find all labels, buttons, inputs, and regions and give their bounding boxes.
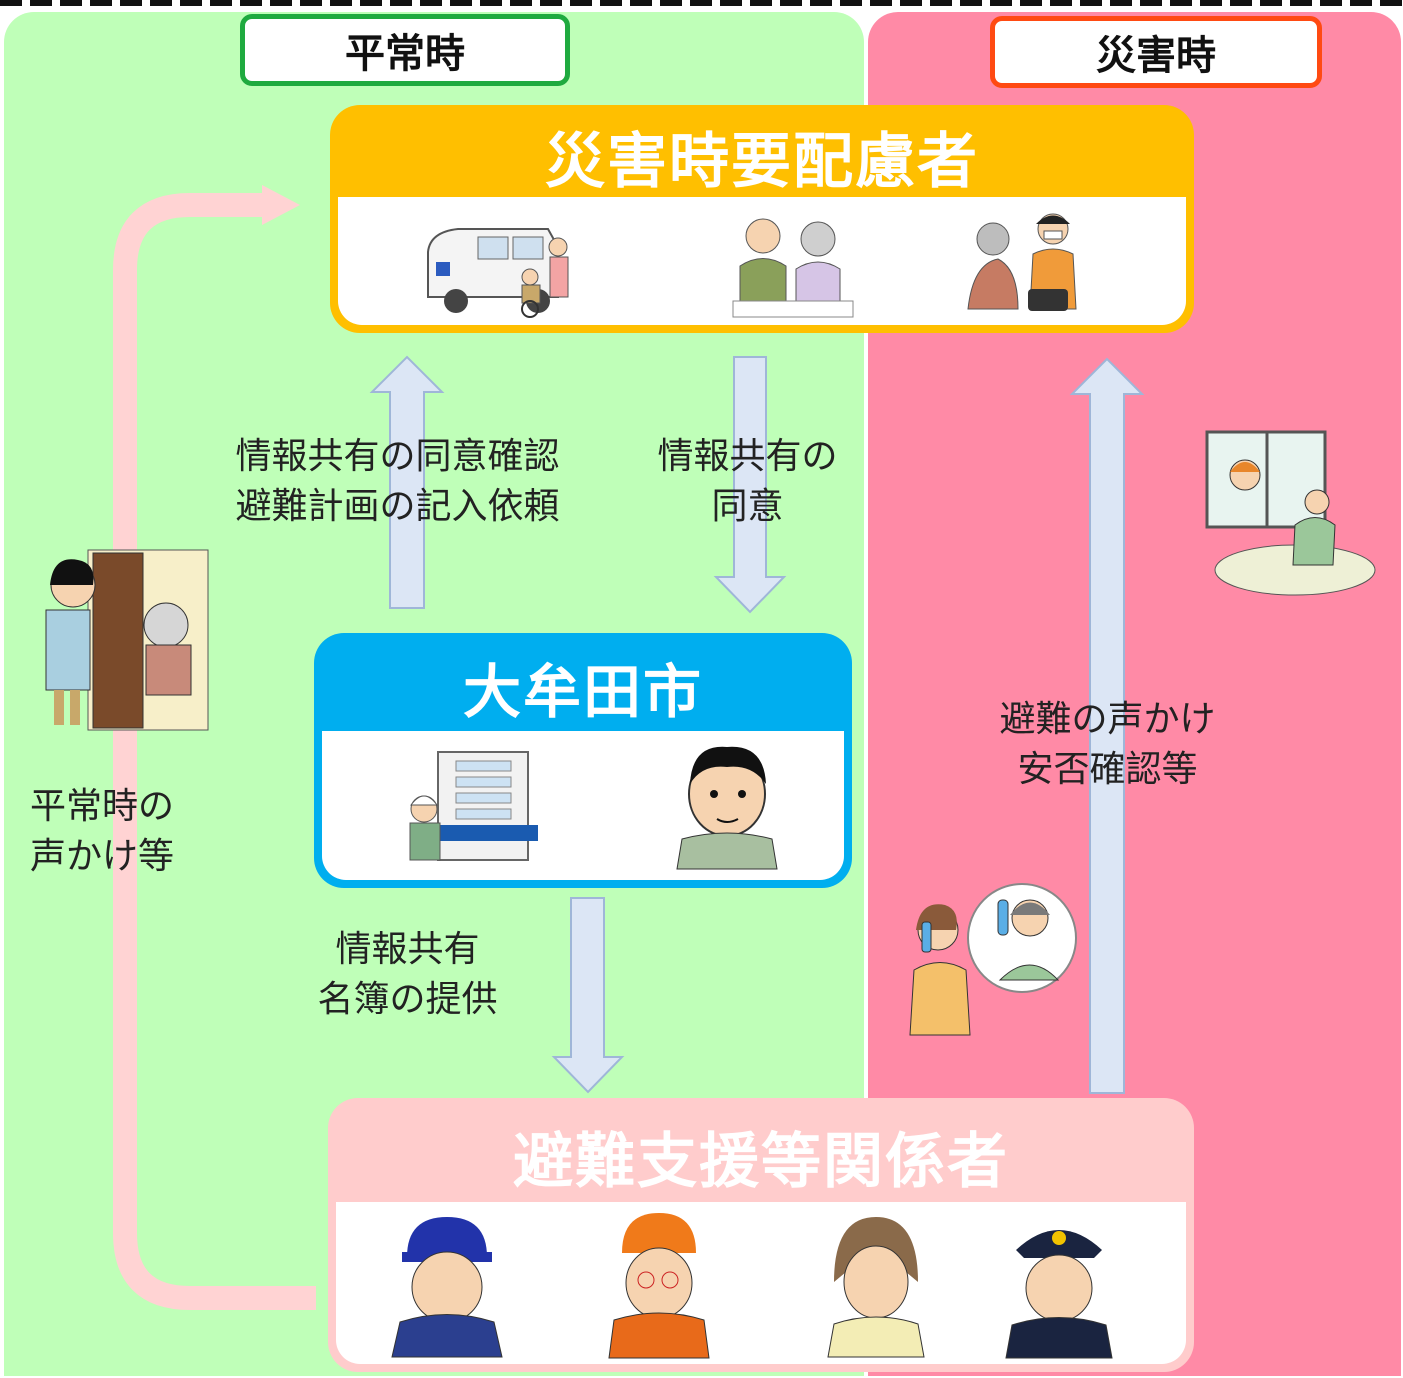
label-normal-outreach-line1: 平常時の	[30, 786, 175, 827]
supporters-title: 避難支援等関係者	[513, 1126, 1009, 1197]
city-card: 大牟田市	[314, 633, 852, 888]
care-recipients-illustrations	[338, 197, 1186, 325]
disaster-times-label: 災害時	[990, 16, 1322, 88]
label-evacuation-call-line1: 避難の声かけ	[999, 699, 1216, 740]
volunteer-worker-icon	[608, 1213, 710, 1359]
label-consent-check: 情報共有の同意確認 避難計画の記入依頼	[205, 432, 590, 532]
welfare-van-icon	[427, 228, 569, 318]
label-list-provision-line2: 名簿の提供	[317, 979, 498, 1020]
neighbor-woman-icon	[827, 1217, 925, 1358]
label-evacuation-call-line2: 安否確認等	[1017, 749, 1198, 790]
arrow-up-consent-check	[369, 355, 445, 609]
label-consent-line1: 情報共有の	[657, 436, 838, 477]
city-hall-building-icon	[409, 751, 538, 861]
label-normal-outreach-line2: 声かけ等	[30, 836, 175, 877]
care-recipients-card: 災害時要配慮者	[330, 105, 1194, 333]
city-title: 大牟田市	[462, 658, 703, 726]
arrow-down-consent	[713, 356, 787, 614]
label-consent: 情報共有の 同意	[640, 432, 855, 532]
arrow-up-safety-check	[1069, 357, 1145, 1094]
label-list-provision-line1: 情報共有	[335, 929, 480, 970]
normal-times-label: 平常時	[240, 14, 570, 86]
police-officer-icon	[1005, 1230, 1113, 1359]
city-illustrations	[322, 731, 844, 880]
label-consent-check-line2: 避難計画の記入依頼	[235, 486, 560, 527]
dashed-top-border	[0, 0, 1403, 6]
label-consent-check-line1: 情報共有の同意確認	[235, 436, 560, 477]
arrow-down-list	[551, 897, 625, 1094]
label-consent-line2: 同意	[711, 486, 784, 527]
caregiver-elderly-icon	[732, 218, 854, 318]
firefighter-icon	[391, 1217, 503, 1358]
door-visit-icon	[45, 549, 209, 731]
label-normal-outreach: 平常時の 声かけ等	[30, 782, 230, 882]
emergency-medic-icon	[967, 213, 1077, 311]
window-check-icon	[1205, 430, 1376, 596]
supporters-card: 避難支援等関係者	[328, 1098, 1194, 1372]
care-recipients-title: 災害時要配慮者	[545, 126, 979, 197]
label-evacuation-call: 避難の声かけ 安否確認等	[975, 695, 1240, 795]
label-list-provision: 情報共有 名簿の提供	[295, 925, 520, 1025]
supporters-illustrations	[336, 1202, 1186, 1364]
city-staff-icon	[676, 746, 778, 870]
phone-call-icon	[909, 883, 1077, 1036]
